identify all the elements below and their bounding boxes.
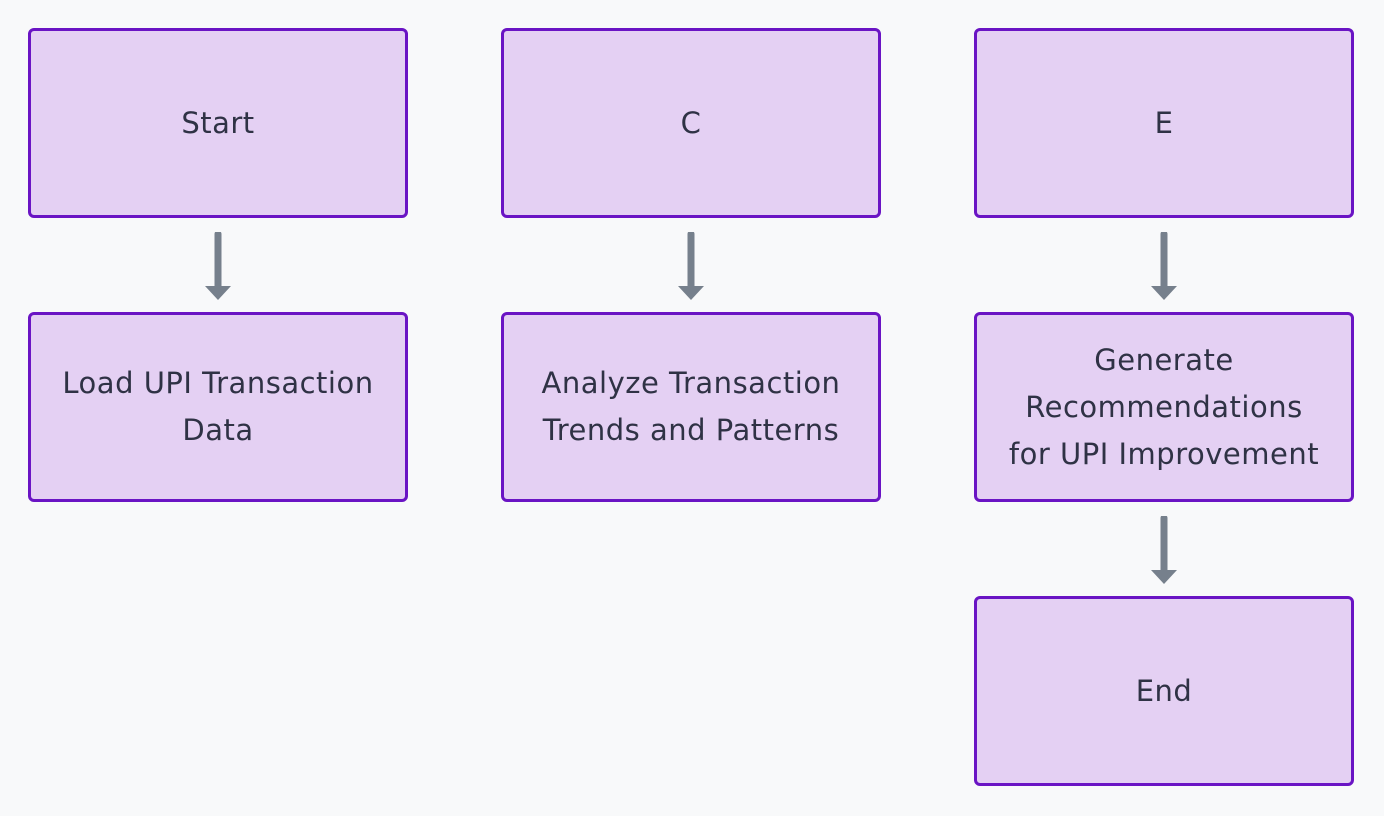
node-e: E (974, 28, 1354, 218)
node-c-label: C (680, 105, 702, 140)
arrow-down-icon (1151, 516, 1177, 584)
node-load-upi-data-label: Load UPI Transaction Data (62, 366, 374, 447)
node-c: C (501, 28, 881, 218)
node-end-label: End (1135, 673, 1193, 708)
node-analyze-trends-label: Analyze Transaction Trends and Patterns (541, 366, 841, 447)
arrow-down-icon (678, 232, 704, 300)
node-e-label: E (1154, 105, 1174, 140)
node-end: End (974, 596, 1354, 786)
node-analyze-trends: Analyze Transaction Trends and Patterns (501, 312, 881, 502)
node-start: Start (28, 28, 408, 218)
node-generate-recommendations: Generate Recommendations for UPI Improve… (974, 312, 1354, 502)
node-load-upi-data: Load UPI Transaction Data (28, 312, 408, 502)
arrow-down-icon (205, 232, 231, 300)
arrow-down-icon (1151, 232, 1177, 300)
node-start-label: Start (181, 105, 255, 140)
node-generate-recommendations-label: Generate Recommendations for UPI Improve… (1008, 342, 1320, 471)
